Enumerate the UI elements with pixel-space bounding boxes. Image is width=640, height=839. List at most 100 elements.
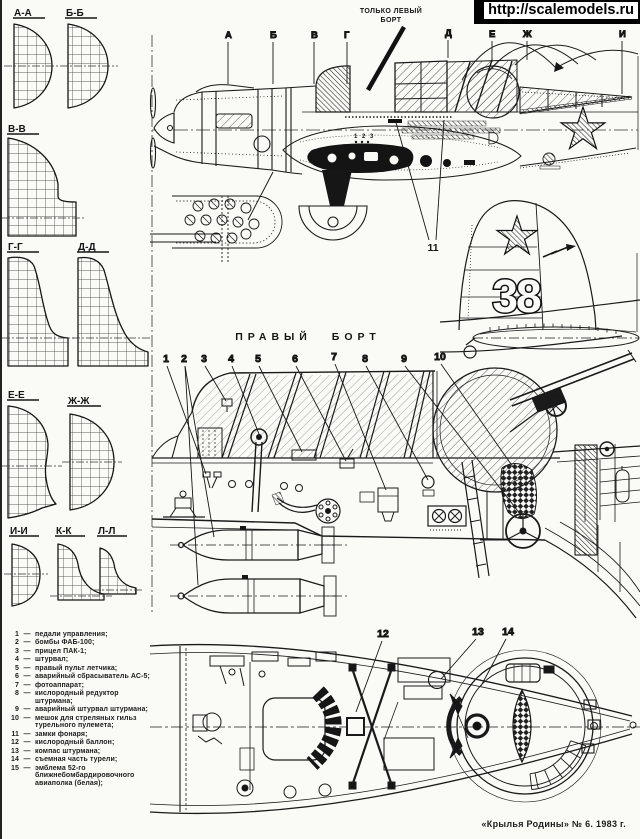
- station-i: И: [619, 29, 626, 40]
- section-v-v: В-В: [2, 124, 84, 237]
- callout-3: 3: [201, 353, 207, 365]
- section-label: К-К: [56, 526, 72, 537]
- ventral-gondola: [298, 170, 368, 241]
- legend-item: 9—аварийный штурвал штурмана;: [3, 706, 152, 713]
- section-g-g: Г-Г: [2, 242, 74, 367]
- legend-num: 7: [15, 681, 19, 689]
- callout-14: 14: [502, 626, 514, 638]
- bomb-fab100-upper: [170, 526, 348, 564]
- legend-item: 2—бомбы ФАБ-100;: [3, 639, 152, 646]
- callout-7: 7: [331, 351, 337, 363]
- legend-item: 15—эмблема 52-го ближнебомбардировочного…: [3, 765, 152, 787]
- legend-num: 2: [15, 639, 19, 647]
- legend-item: 4—штурвал;: [3, 656, 152, 663]
- callout-1: 1: [163, 353, 169, 365]
- callout-11: 11: [394, 118, 445, 254]
- watermark-url: http://scalemodels.ru: [484, 2, 638, 19]
- legend-dash: —: [23, 681, 31, 689]
- gunner-backrest: [505, 663, 555, 683]
- oxygen-reducer: [421, 475, 435, 497]
- cockpit-interior: [163, 398, 630, 579]
- gun-mount: [446, 693, 490, 759]
- parts-legend: 1—педали управления; 2—бомбы ФАБ-100; 3—…: [3, 631, 152, 788]
- pilot-compartment: [192, 651, 342, 799]
- legend-item: 8—кислородный редуктор штурмана;: [3, 690, 152, 705]
- margin-lines: [151, 35, 639, 615]
- callout-11-label: 11: [427, 242, 438, 254]
- bombsight-pedestal: [163, 490, 205, 518]
- section-i-i: И-И: [4, 526, 48, 607]
- legend-num: 3: [15, 647, 19, 655]
- station-zh: Ж: [522, 29, 532, 40]
- legend-num: 1: [15, 631, 19, 638]
- station-v: В: [311, 30, 318, 41]
- legend-dash: —: [23, 647, 31, 655]
- left-board-note: ТОЛЬКО ЛЕВЫЙ БОРТ: [360, 6, 422, 92]
- legend-dash: —: [23, 664, 31, 672]
- release-lever: [339, 448, 355, 469]
- callout-8: 8: [362, 353, 368, 365]
- tail-star: [495, 214, 539, 256]
- control-column: [250, 428, 268, 513]
- legend-item: 7 — фотоаппарат;: [3, 682, 152, 689]
- legend-text: кислородный баллон;: [35, 739, 115, 747]
- legend-dash: —: [23, 714, 31, 722]
- plan-callouts: 12 13 14: [355, 626, 514, 713]
- rudder-pedal: [213, 471, 222, 478]
- station-markers: А Б В Г Д Е Ж И: [225, 28, 626, 94]
- legend-num: 9: [15, 706, 19, 714]
- legend-dash: —: [23, 747, 31, 755]
- cross-sections-panel: А-А Б-Б В-В Г-Г Д-Д: [2, 8, 152, 607]
- section-label: Л-Л: [98, 526, 115, 537]
- rudder-pedal: [202, 471, 211, 478]
- legend-dash: —: [23, 706, 31, 714]
- legend-dash: —: [23, 631, 31, 638]
- station-e: Е: [489, 29, 495, 40]
- callout-10: 10: [434, 351, 446, 363]
- shell-bag: [500, 463, 538, 519]
- scan-edge-artifact: [0, 0, 2, 839]
- section-label: Б-Б: [66, 8, 84, 19]
- section-label: В-В: [8, 124, 26, 135]
- section-label: Е-Е: [8, 390, 25, 401]
- callout-2: 2: [181, 353, 187, 365]
- legend-item: 13—компас штурмана;: [3, 748, 152, 755]
- legend-text: бомбы ФАБ-100;: [35, 639, 95, 647]
- ammo-chute-ribs: [529, 740, 587, 791]
- callout-13: 13: [472, 626, 484, 638]
- turret-machine-gun: [509, 349, 637, 433]
- legend-text: фотоаппарат;: [35, 681, 85, 689]
- legend-text: прицел ПАК-1;: [35, 647, 87, 655]
- canopy-glazing: [315, 42, 639, 145]
- cassette-holes: [184, 198, 260, 244]
- legend-num: 14: [11, 756, 19, 764]
- legend-text: мешок для стреляных гильз турельного пул…: [35, 714, 137, 730]
- section-e-e: Е-Е: [2, 390, 62, 519]
- legend-item: 1 — педали управления;: [3, 631, 152, 638]
- legend-text: замки фонаря;: [35, 730, 88, 738]
- legend-item: 12—кислородный баллон;: [3, 739, 152, 746]
- fuselage-star: [559, 105, 607, 151]
- bulkhead: [574, 444, 598, 556]
- cutaway-title: ПРАВЫЙ БОРТ: [235, 330, 381, 343]
- legend-text: эмблема 52-го ближнебомбардировочного ав…: [35, 764, 135, 787]
- main-cutaway: ПРАВЫЙ БОРТ 1 2 3 4 5 6 7 8 9 10: [151, 330, 640, 619]
- floor-structure: [151, 518, 640, 619]
- bomb-fab100-lower: [170, 575, 350, 617]
- callout-5: 5: [255, 353, 261, 365]
- legend-dash: —: [23, 764, 31, 772]
- oxygen-cylinder-cutaway: [615, 466, 630, 503]
- legend-item: 6—аварийный сбрасыватель АС-5;: [3, 673, 152, 680]
- station-a: А: [225, 30, 232, 41]
- legend-text: правый пульт летчика;: [35, 664, 118, 672]
- legend-dash: —: [23, 739, 31, 747]
- legend-num: 11: [11, 730, 19, 738]
- wing-fairing: [282, 125, 561, 181]
- legend-dash: —: [23, 673, 31, 681]
- legend-text: педали управления;: [35, 631, 108, 638]
- legend-dash: —: [23, 656, 31, 664]
- fuselage-outline: [149, 84, 638, 175]
- instrument-box: [427, 505, 467, 531]
- right-console: [291, 449, 317, 461]
- callout-9: 9: [401, 353, 407, 365]
